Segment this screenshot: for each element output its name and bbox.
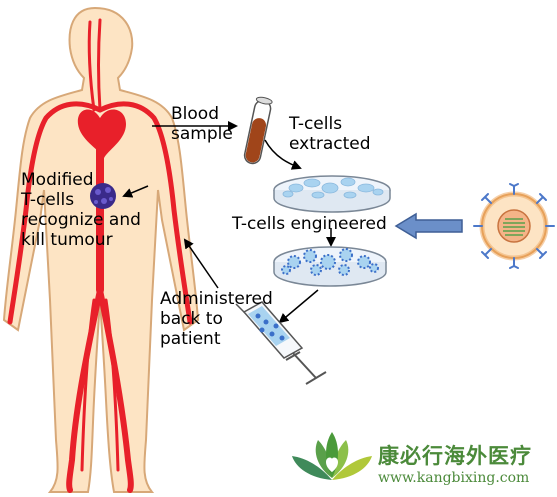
- arrow-to-tumour: [122, 185, 149, 198]
- label-tcells-extracted: T-cells extracted: [289, 114, 371, 154]
- big-blue-arrow: [394, 212, 463, 240]
- heart: [77, 109, 126, 158]
- blood-tube: [243, 96, 273, 165]
- arrow-to-body: [183, 238, 219, 289]
- blood-vessels: [7, 18, 193, 493]
- tumour: [90, 183, 116, 209]
- petri-dish-engineered: [273, 246, 387, 287]
- lotus-logo: [292, 432, 372, 480]
- label-administered: Administered back to patient: [160, 289, 273, 349]
- label-tcells-engineered: T-cells engineered: [232, 214, 387, 234]
- arrow-to-dish: [264, 139, 302, 170]
- label-blood-sample: Blood sample: [171, 104, 233, 144]
- car-t-cell: [473, 183, 555, 269]
- arrow-to-syringe: [278, 289, 319, 324]
- watermark-url: www.kangbixing.com: [378, 470, 530, 486]
- human-body: [2, 6, 200, 493]
- syringe: [235, 301, 327, 385]
- label-modified-tcells: Modified T-cells recognize and kill tumo…: [21, 170, 141, 250]
- petri-dish-extracted: [273, 175, 391, 213]
- watermark-chinese-text: 康必行海外医疗: [378, 444, 532, 468]
